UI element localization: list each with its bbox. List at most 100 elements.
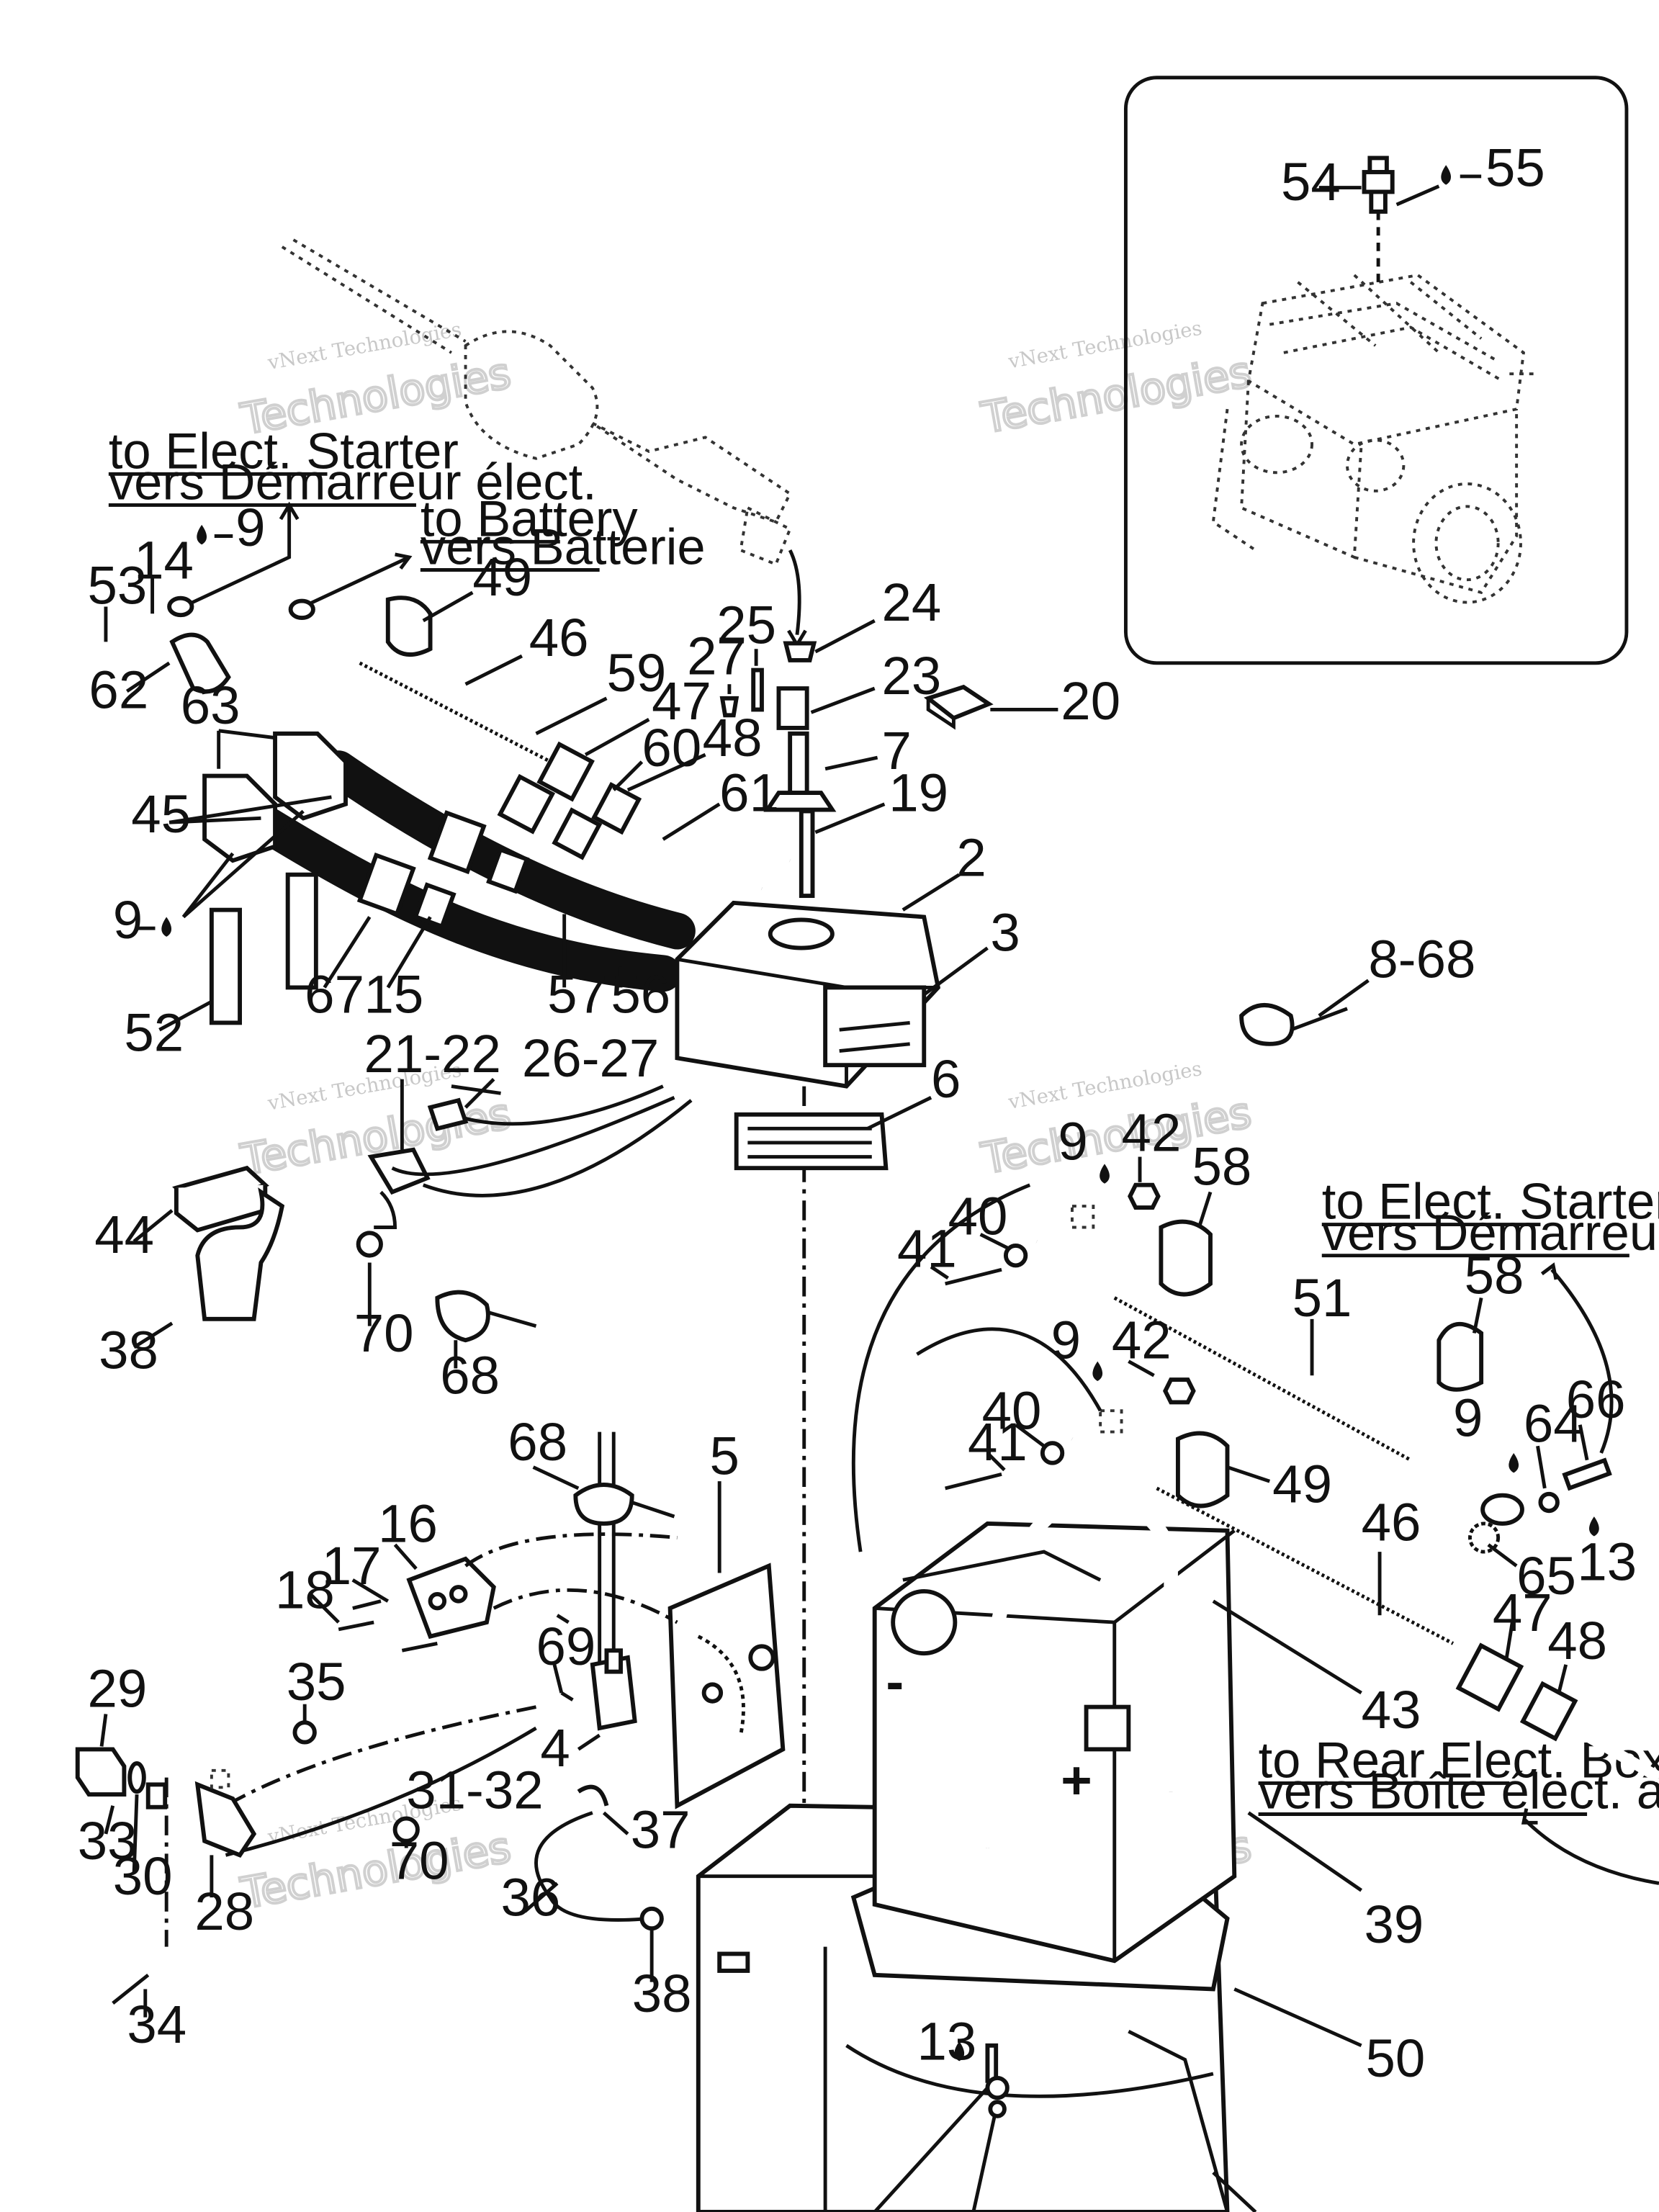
lubricant-drop-icon: [1589, 1516, 1599, 1537]
callout-67: 67: [305, 965, 364, 1025]
callout-9: 9: [1453, 1388, 1483, 1447]
callout-7: 7: [881, 721, 911, 781]
callout-54: 54: [1281, 152, 1341, 212]
callout-39: 39: [1364, 1894, 1424, 1954]
note-text: vers Démarreur élect.: [1322, 1204, 1659, 1261]
callout-34: 34: [127, 1995, 186, 2054]
callout-21-22: 21-22: [364, 1024, 500, 1084]
callout-20: 20: [1061, 671, 1120, 731]
callout-40: 40: [948, 1186, 1008, 1246]
callout-15: 15: [364, 965, 423, 1025]
callout-44: 44: [94, 1205, 154, 1264]
callout-46: 46: [529, 608, 589, 667]
callout-5: 5: [709, 1426, 739, 1485]
callout-40: 40: [982, 1381, 1042, 1441]
callout-58: 58: [1192, 1137, 1252, 1197]
note-battery: to Battery vers Batterie: [302, 490, 706, 608]
callout-60: 60: [642, 718, 701, 778]
callout-16: 16: [378, 1493, 438, 1553]
callout-19: 19: [889, 763, 948, 823]
lower-left-parts: [75, 1431, 786, 2005]
callout-35: 35: [287, 1652, 346, 1712]
callout-47: 47: [652, 671, 711, 731]
callout-41: 41: [968, 1412, 1028, 1472]
callout-26-27: 26-27: [522, 1028, 659, 1088]
callout-41: 41: [897, 1218, 957, 1278]
callout-38: 38: [99, 1320, 158, 1380]
note-text: vers Batterie: [421, 518, 706, 575]
note-text: to Battery: [421, 490, 639, 547]
callout-66: 66: [1566, 1370, 1626, 1429]
middle-left-parts: [172, 1002, 1348, 1343]
connector-group: 24 23 20 25 27 7 19: [687, 572, 1120, 899]
callout-65: 65: [1516, 1546, 1576, 1606]
callout-70: 70: [390, 1831, 449, 1891]
callout-3: 3: [990, 902, 1020, 962]
callout-25: 25: [716, 595, 776, 655]
callout-61: 61: [719, 763, 779, 823]
lubricant-drop-icon: [1441, 165, 1452, 185]
callout-27: 27: [687, 626, 747, 685]
upper-cables: [167, 595, 792, 1025]
callout-49: 49: [1272, 1455, 1332, 1514]
callout-68: 68: [440, 1346, 500, 1406]
lubricant-drop-icon: [1092, 1361, 1103, 1382]
callout-9: 9: [113, 890, 143, 950]
callout-14: 14: [134, 530, 194, 590]
callout-47: 47: [1493, 1583, 1552, 1642]
callout-42: 42: [1122, 1103, 1182, 1163]
callout-8-68: 8-68: [1368, 930, 1475, 989]
callout-59: 59: [606, 643, 666, 703]
callout-30: 30: [113, 1846, 173, 1906]
callout-46: 46: [1362, 1492, 1421, 1552]
note-starter-right: to Elect. Starter vers Démarreur élect.: [1321, 1173, 1659, 1454]
callout-68: 68: [508, 1412, 567, 1472]
callout-63: 63: [181, 675, 240, 735]
lubricant-drop-icon: [954, 2041, 965, 2062]
lubricant-drop-icon: [161, 917, 172, 937]
callout-70: 70: [354, 1303, 414, 1363]
callout-57: 57: [547, 965, 607, 1025]
callout-69: 69: [536, 1617, 595, 1676]
right-cables: [851, 1182, 1659, 1783]
callout-6: 6: [931, 1049, 961, 1109]
callout-50: 50: [1365, 2028, 1425, 2088]
callout-49: 49: [472, 547, 532, 607]
harness-top: [281, 238, 807, 649]
callout-9: 9: [235, 498, 265, 557]
callout-18: 18: [275, 1560, 335, 1619]
callout-64: 64: [1524, 1393, 1583, 1453]
battery-positive-terminal: +: [1061, 1750, 1092, 1810]
note-starter-top: to Elect. Starter vers Démarreur élect.: [108, 422, 597, 608]
lubricant-drop-icon: [1100, 1164, 1110, 1184]
battery-assembly: - +: [696, 1494, 1362, 2212]
callout-9: 9: [1058, 1111, 1087, 1171]
callout-13: 13: [917, 2011, 976, 2071]
callout-31-32: 31-32: [406, 1761, 543, 1820]
callout-17: 17: [322, 1536, 382, 1596]
callout-43: 43: [1362, 1680, 1421, 1740]
lubricant-drop-icon: [1509, 1452, 1519, 1473]
note-text: vers Démarreur élect.: [109, 454, 597, 511]
note-text: to Elect. Starter: [109, 422, 459, 479]
callouts: 53 14 9 62 49 46 59 47 48 63 60 45 61 9 …: [78, 498, 1637, 2088]
drop-icons: [137, 524, 1599, 2062]
engine-inset: 54 55: [1123, 76, 1629, 665]
callout-42: 42: [1112, 1310, 1172, 1370]
lubricant-drop-icon: [197, 524, 207, 545]
callout-51: 51: [1292, 1268, 1352, 1328]
callout-9: 9: [1051, 1310, 1081, 1370]
callout-37: 37: [631, 1800, 691, 1860]
callout-29: 29: [87, 1659, 147, 1719]
callout-48: 48: [1547, 1611, 1607, 1671]
callout-4: 4: [540, 1718, 570, 1778]
callout-52: 52: [124, 1003, 184, 1063]
callout-28: 28: [194, 1881, 254, 1941]
callout-55: 55: [1485, 138, 1545, 198]
callout-36: 36: [501, 1868, 561, 1928]
callout-33: 33: [78, 1811, 138, 1871]
callout-2: 2: [956, 828, 986, 888]
note-text: to Elect. Starter: [1322, 1173, 1659, 1230]
pad-6: 6: [734, 1049, 961, 1171]
